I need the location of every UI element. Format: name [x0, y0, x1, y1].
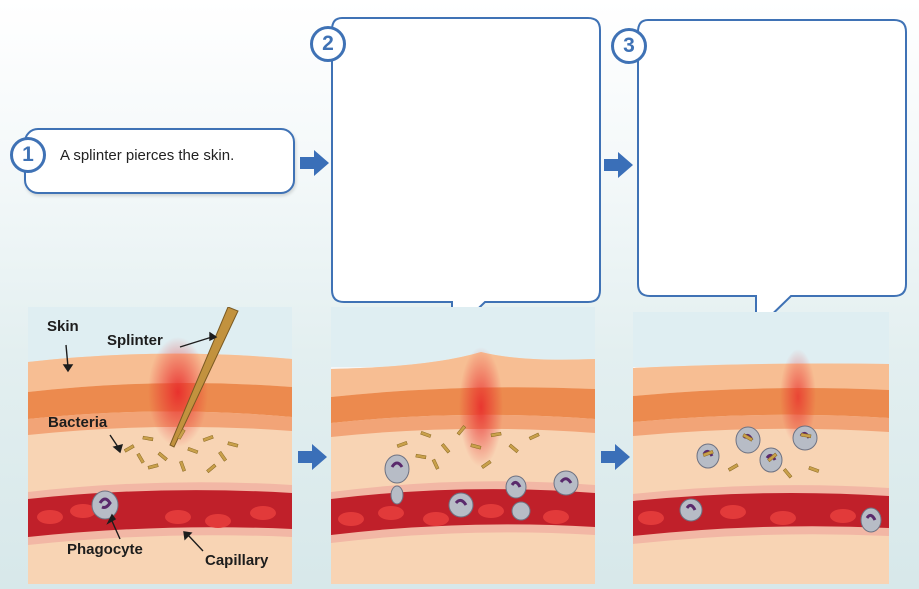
step-1-callout — [24, 128, 295, 194]
label-capillary: Capillary — [205, 552, 269, 569]
panel-arrow-1-to-2 — [298, 444, 327, 470]
skin-panel-1 — [28, 307, 292, 584]
step-1-number: 1 — [10, 137, 46, 173]
label-pointers — [62, 331, 218, 552]
wound-redness — [148, 337, 208, 447]
skin-panel-3 — [633, 312, 889, 584]
label-phagocyte: Phagocyte — [67, 541, 143, 558]
step-3-number: 3 — [611, 28, 647, 64]
skin-panel-2 — [331, 307, 595, 584]
flow-arrow-2-to-3 — [604, 152, 633, 178]
panel-arrow-2-to-3 — [601, 444, 630, 470]
flow-arrow-1-to-2 — [300, 150, 329, 176]
label-skin: Skin — [47, 318, 79, 335]
red-blood-cells — [37, 504, 276, 528]
bacteria-cluster — [123, 428, 239, 474]
label-bacteria: Bacteria — [48, 414, 108, 431]
step-3-callout — [637, 19, 907, 333]
step-1-text: A splinter pierces the skin. — [60, 147, 235, 164]
phagocyte-cell — [91, 490, 119, 520]
step-2-number: 2 — [310, 26, 346, 62]
step-2-callout — [331, 17, 601, 337]
splinter — [169, 307, 239, 448]
label-splinter: Splinter — [107, 332, 163, 349]
